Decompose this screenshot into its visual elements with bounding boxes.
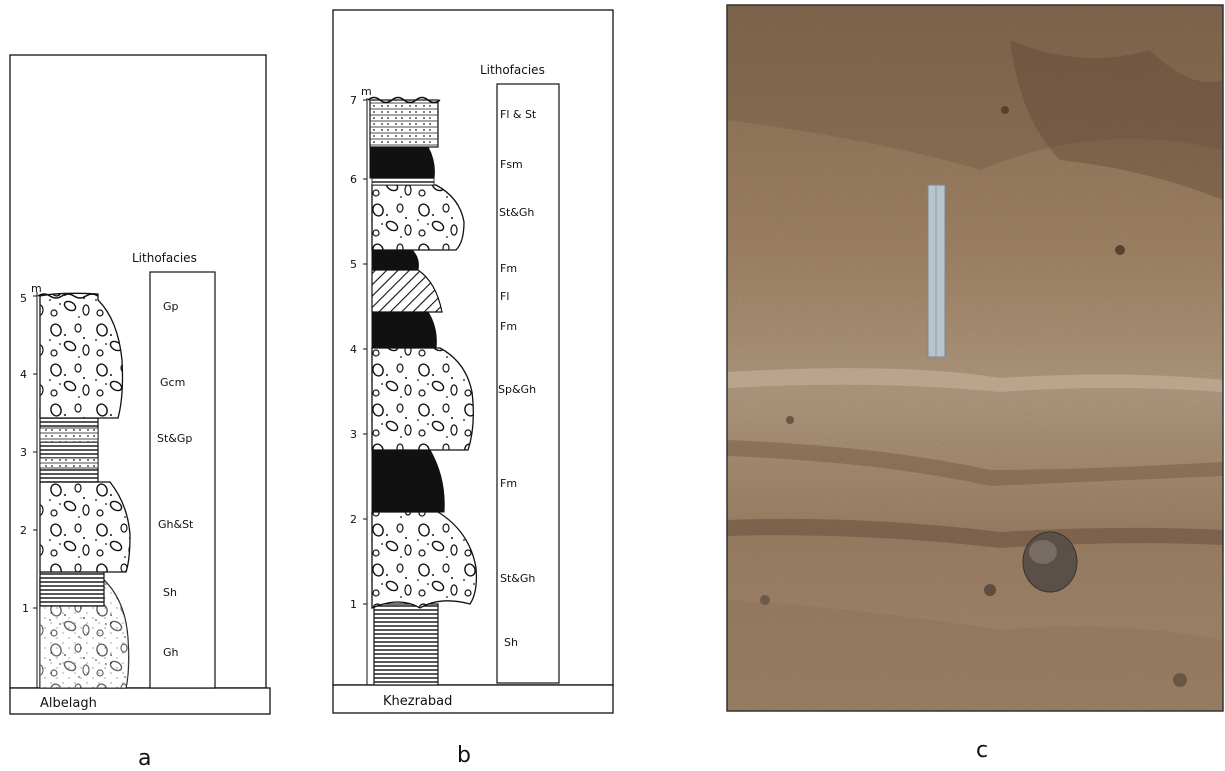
panel-b-tick-2: 2: [350, 513, 357, 526]
bed-sh: [374, 604, 438, 685]
panel-b-unit: m: [361, 85, 372, 98]
panel-b-location-box: [333, 685, 613, 713]
panel-a-tick-4: 4: [20, 368, 27, 381]
panel-b-lithofacies-header: Lithofacies: [480, 63, 545, 77]
bed-sp-gh: [372, 348, 473, 450]
panel-b-facies-6: Fm: [500, 320, 517, 333]
bed-fsm: [370, 147, 434, 178]
panel-b-tick-3: 3: [350, 428, 357, 441]
panel-a-facies-2: Gcm: [160, 376, 185, 389]
panel-b-location: Khezrabad: [383, 694, 452, 709]
panel-b-tick-4: 4: [350, 343, 357, 356]
panel-a-column: [38, 293, 130, 688]
panel-a-facies-5: Sh: [163, 586, 177, 599]
panel-b: Khezrabad m 1 2 3 4 5 6 7: [333, 10, 613, 767]
panel-b-tick-7: 7: [350, 94, 357, 107]
panel-a-facies-1: Gp: [163, 300, 179, 313]
panel-b-facies-2: Fsm: [500, 158, 523, 171]
bed-fl-st: [370, 100, 438, 147]
panel-a-tick-3: 3: [20, 446, 27, 459]
outcrop-photo: [727, 5, 1223, 711]
panel-a-label: a: [138, 746, 151, 767]
panel-b-facies-10: Sh: [504, 636, 518, 649]
panel-b-tick-5: 5: [350, 258, 357, 271]
panel-b-facies-1: Fl & St: [500, 108, 537, 121]
panel-b-facies-9: St&Gh: [500, 572, 535, 585]
panel-a-tick-2: 2: [20, 524, 27, 537]
bed-st-gp: [40, 410, 98, 482]
panel-a-lithofacies-column: [150, 272, 215, 688]
bed-sh: [40, 572, 104, 606]
bed-fm-upper: [372, 250, 418, 270]
panel-b-facies-4: Fm: [500, 262, 517, 275]
bed-fm-middle: [372, 312, 436, 348]
panel-c-label: c: [976, 738, 988, 763]
panel-a-facies-3: St&Gp: [157, 432, 192, 445]
panel-b-facies-5: Fl: [500, 290, 509, 303]
panel-a-lithofacies-header: Lithofacies: [132, 251, 197, 265]
panel-a-tick-1: 1: [22, 602, 29, 615]
bed-gh-st: [40, 482, 130, 572]
panel-a-unit: m: [31, 282, 42, 295]
panel-b-tick-6: 6: [350, 173, 357, 186]
panel-b-tick-1: 1: [350, 598, 357, 611]
panel-b-label: b: [457, 743, 471, 767]
bed-fm-lower: [372, 450, 444, 512]
panel-a-facies-6: Gh: [163, 646, 179, 659]
panel-a-tick-5: 5: [20, 292, 27, 305]
panel-a-location: Albelagh: [40, 696, 97, 711]
panel-b-facies-3: St&Gh: [499, 206, 534, 219]
panel-b-facies-7: Sp&Gh: [498, 383, 536, 396]
panel-c: c: [727, 5, 1223, 763]
panel-a: Albelagh m 1 2 3 4 5: [10, 55, 270, 767]
panel-a-facies-4: Gh&St: [158, 518, 194, 531]
panel-b-facies-8: Fm: [500, 477, 517, 490]
bed-st-gh-upper: [372, 185, 464, 250]
